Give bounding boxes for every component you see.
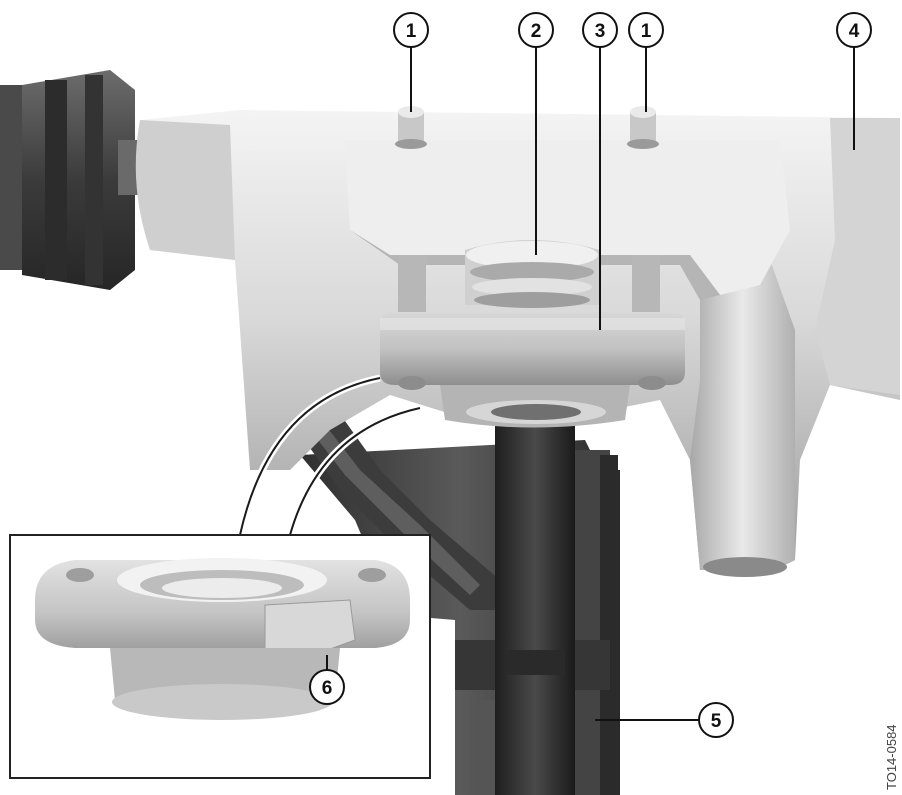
callout-label: 3: [595, 21, 606, 42]
callout-3: 3: [582, 12, 618, 48]
callout-label: 1: [641, 21, 652, 42]
callout-label: 2: [531, 21, 542, 42]
callout-label: 6: [322, 678, 333, 699]
callout-label: 1: [406, 21, 417, 42]
callout-1a: 1: [393, 12, 429, 48]
callout-label: 4: [849, 21, 860, 42]
flange-nut-right: [638, 376, 666, 390]
callout-5: 5: [698, 702, 734, 738]
callout-2: 2: [518, 12, 554, 48]
bellows-seal: [465, 240, 600, 308]
callout-1b: 1: [628, 12, 664, 48]
drive-joint: [0, 70, 148, 290]
steering-shaft: [495, 360, 575, 795]
callout-4: 4: [836, 12, 872, 48]
callout-6: 6: [309, 669, 345, 705]
leader-lines: [326, 47, 855, 721]
inset-detail: [9, 534, 431, 779]
bolt-left: [395, 106, 427, 149]
flange: [380, 312, 685, 428]
magnifier-outline: [236, 374, 421, 536]
callout-label: 5: [711, 711, 722, 732]
reference-code: TO14-0584: [884, 724, 899, 790]
flange-nut-left: [398, 376, 426, 390]
bolt-right: [627, 106, 659, 149]
